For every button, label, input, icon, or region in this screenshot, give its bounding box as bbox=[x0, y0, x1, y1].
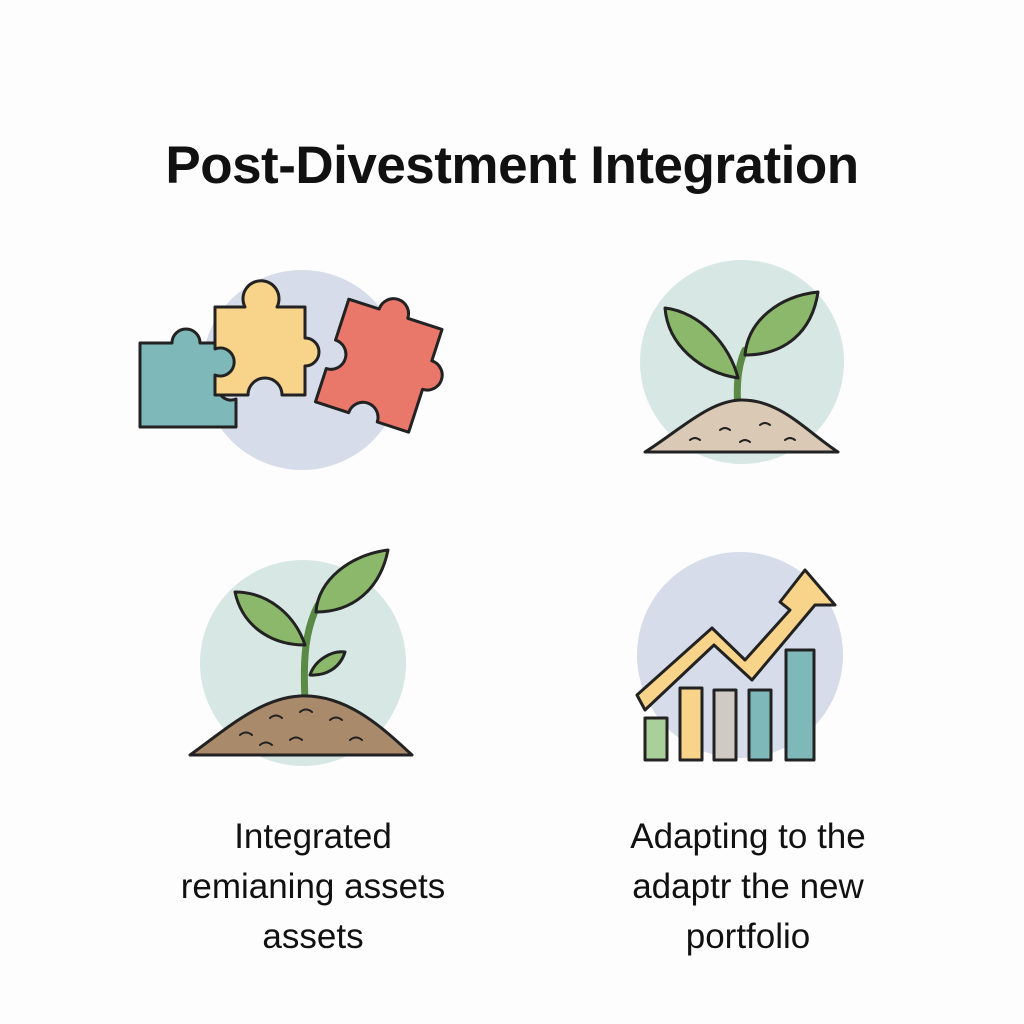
chart-bar bbox=[678, 686, 704, 762]
caption-line: adaptr the new bbox=[632, 867, 864, 906]
chart-bar bbox=[747, 688, 773, 762]
sprout-icon bbox=[640, 260, 844, 464]
growing-plant-icon bbox=[188, 548, 414, 766]
puzzle-pieces-icon bbox=[138, 270, 444, 470]
caption-line: assets bbox=[262, 917, 364, 956]
caption-line: Integrated bbox=[234, 817, 392, 856]
page-title: Post-Divestment Integration bbox=[165, 136, 859, 195]
chart-bar bbox=[712, 688, 738, 762]
caption-line: portfolio bbox=[685, 917, 811, 956]
caption-line: remianing assets bbox=[180, 867, 446, 906]
caption-adapting-portfolio: Adapting to the adaptr the new portfolio bbox=[538, 812, 958, 962]
growth-chart-icon bbox=[635, 552, 843, 762]
caption-line: Adapting to the bbox=[630, 817, 866, 856]
chart-bar bbox=[643, 716, 669, 762]
chart-bar bbox=[784, 648, 816, 762]
caption-integrated-assets: Integrated remianing assets assets bbox=[103, 812, 523, 962]
